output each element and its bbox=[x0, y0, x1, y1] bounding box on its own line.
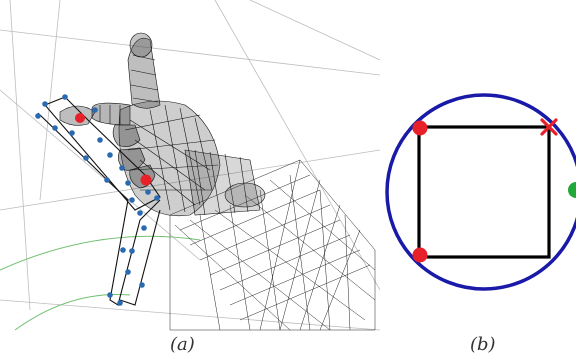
forearm-wireframe bbox=[169, 159, 376, 331]
blue-joint-markers bbox=[35, 94, 160, 306]
red-vertex-marker-top-left bbox=[412, 120, 428, 136]
green-marker bbox=[568, 182, 576, 198]
floor-grid bbox=[0, 0, 381, 331]
panel-b-label: (b) bbox=[470, 334, 496, 355]
black-square bbox=[417, 125, 551, 259]
panel-b-circle-square bbox=[385, 93, 576, 291]
panel-a-hand-scene bbox=[0, 0, 381, 331]
panel-a-label: (a) bbox=[170, 334, 195, 355]
robot-hand-wireframe bbox=[59, 32, 266, 217]
red-contact-markers bbox=[75, 113, 152, 186]
blue-circle bbox=[385, 93, 576, 291]
x-mark-icon bbox=[540, 118, 558, 136]
floor-grid-green bbox=[0, 235, 201, 331]
red-vertex-marker-bottom-left bbox=[412, 247, 428, 263]
